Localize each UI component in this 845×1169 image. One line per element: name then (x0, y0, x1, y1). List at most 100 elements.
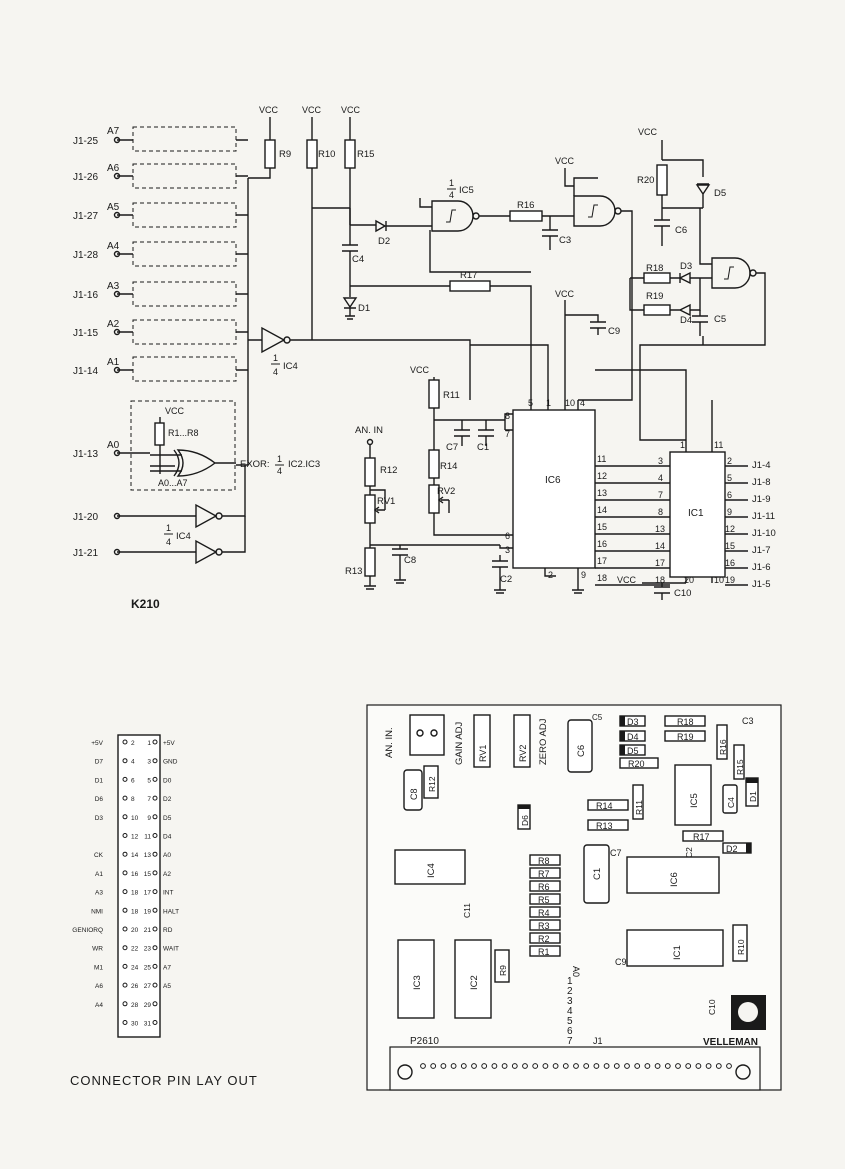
label-c9: C9 (608, 326, 620, 337)
pullup-resistors: VCC VCC VCC R9 R10 R15 C4 D1 D2 R17 (248, 105, 532, 400)
connector-right-signal: D4 (163, 834, 172, 841)
pcb-r9: R9 (498, 965, 508, 976)
connector-left-number: 6 (131, 777, 135, 784)
label-r15: R15 (357, 149, 374, 160)
connector-right-number: 11 (144, 834, 151, 841)
pcb-c3: C3 (742, 716, 754, 726)
pcb-board-id: P2610 (410, 1036, 439, 1047)
connector-left-number: 2 (131, 740, 135, 747)
pcb-rv1: RV1 (478, 745, 488, 762)
resistor-r18 (643, 272, 671, 284)
pcb-ic6: IC6 (669, 872, 680, 887)
pcb-ic3: IC3 (412, 975, 423, 990)
pcb-addr-6: 6 (567, 1026, 573, 1037)
edge-pad (460, 1063, 467, 1069)
label-c7: C7 (446, 442, 458, 453)
label-r20: R20 (637, 175, 654, 186)
connector-right-signal: A7 (163, 964, 171, 971)
ic6-pin-17: 17 (597, 556, 607, 566)
pin-j1-27: J1-27 (73, 211, 98, 222)
connector-right-signal: GND (163, 759, 178, 766)
connector-pin-hole (122, 814, 128, 820)
chip-ic6: IC6 5 1 10 4 8 7 6 3 2 9 11 12 13 14 15 … (470, 344, 607, 594)
connector-left-signal: A6 (95, 983, 103, 990)
pin-j1-14: J1-14 (73, 366, 98, 377)
label-d5: D5 (714, 188, 726, 199)
connector-pin-hole (122, 1001, 128, 1007)
connector-pin-hole (122, 926, 128, 932)
connector-left-number: 8 (131, 796, 135, 803)
pin-j1-26: J1-26 (73, 172, 98, 183)
label-rv2: RV2 (437, 486, 455, 497)
schmitt-gate-chain: 1 4 IC5 R16 C3 VCC (419, 156, 633, 401)
r-network-label: R1...R8 (168, 428, 199, 438)
resistor-r10 (306, 139, 318, 169)
a-range-label: A0...A7 (158, 478, 188, 488)
pcb-ic1: IC1 (672, 945, 683, 960)
vcc-r10: VCC (302, 105, 322, 115)
resistor-r14 (428, 449, 440, 479)
pcb-d3: D3 (627, 717, 639, 727)
ic6-pin-12: 12 (597, 471, 607, 481)
connector-pin-hole (152, 907, 158, 913)
connector-left-signal: A3 (95, 890, 103, 897)
connector-left-signal: WR (92, 946, 103, 953)
ic4-fraction-num-b: 1 (166, 523, 171, 533)
edge-pad (552, 1063, 559, 1069)
label-c2: C2 (500, 574, 512, 585)
addr-a5: A5 (107, 202, 120, 213)
vcc-r20: VCC (638, 127, 658, 137)
out-j1-4: J1-4 (752, 460, 770, 471)
ic1-pin-18: 18 (655, 575, 665, 585)
pcb-resistor-stack: R8 R7 R6 R5 R4 R3 R2 R1 (529, 854, 561, 957)
comparator-box-a4 (132, 241, 237, 267)
pcb-c4: C4 (726, 797, 736, 808)
edge-pad (501, 1063, 508, 1069)
ic6-pin-18: 18 (597, 573, 607, 583)
pot-rv1 (364, 494, 376, 524)
pcb-r15: R15 (735, 759, 745, 775)
addr-a1: A1 (107, 357, 120, 368)
connector-pin-hole (152, 814, 158, 820)
label-r11: R11 (443, 390, 460, 401)
connector-left-signal: A1 (95, 871, 103, 878)
ic1-right-pins: 2 5 6 9 12 15 16 19 J1-4 J1-8 J1-9 J1-11… (725, 456, 776, 590)
pcb-r7: R7 (538, 869, 550, 879)
pcb-c11: C11 (462, 903, 472, 918)
connector-right-number: 21 (144, 927, 152, 934)
comparator-box-a5 (132, 202, 237, 228)
vcc-r9: VCC (259, 105, 279, 115)
out-j1-8: J1-8 (752, 477, 770, 488)
ic6-pin-11: 11 (597, 454, 606, 464)
connector-left-number: 4 (131, 759, 135, 766)
label-c10: C10 (674, 588, 691, 599)
pcb-addr-2: 2 (567, 986, 573, 997)
connector-left-number: 28 (131, 1002, 139, 1009)
pcb-addr-5: 5 (567, 1016, 573, 1027)
ic6-label: IC6 (545, 475, 561, 486)
resistor-r17 (449, 280, 491, 292)
edge-pad (440, 1063, 447, 1069)
vcc-r15: VCC (341, 105, 361, 115)
vcc-c9: VCC (555, 289, 575, 299)
ic6-pin-15: 15 (597, 522, 607, 532)
resistor-r20 (656, 164, 668, 196)
addr-a6: A6 (107, 163, 120, 174)
ic4-fraction-den-b: 4 (166, 537, 171, 547)
label-r18: R18 (646, 263, 663, 274)
connector-right-number: 9 (147, 815, 151, 822)
pcb-r1: R1 (538, 947, 550, 957)
resistor-r19 (643, 304, 671, 316)
ic6-pin-1: 1 (546, 398, 551, 408)
edge-pad (654, 1063, 661, 1069)
connector-pin-hole (122, 851, 128, 857)
label-d2: D2 (378, 236, 390, 247)
inverters-ic4: 1 4 IC4 1 4 IC4 (113, 326, 471, 565)
address-inputs: J1-25 A7 J1-26 A6 J1-27 A5 J1-28 A4 J1-1… (73, 126, 320, 559)
connector-left-number: 14 (131, 852, 139, 859)
ic1-pin-7: 7 (658, 490, 663, 500)
edge-pad (522, 1063, 528, 1069)
pcb-an-in: AN. IN. (384, 727, 395, 758)
pcb-d6: D6 (520, 815, 530, 826)
pin-j1-21: J1-21 (73, 548, 98, 559)
